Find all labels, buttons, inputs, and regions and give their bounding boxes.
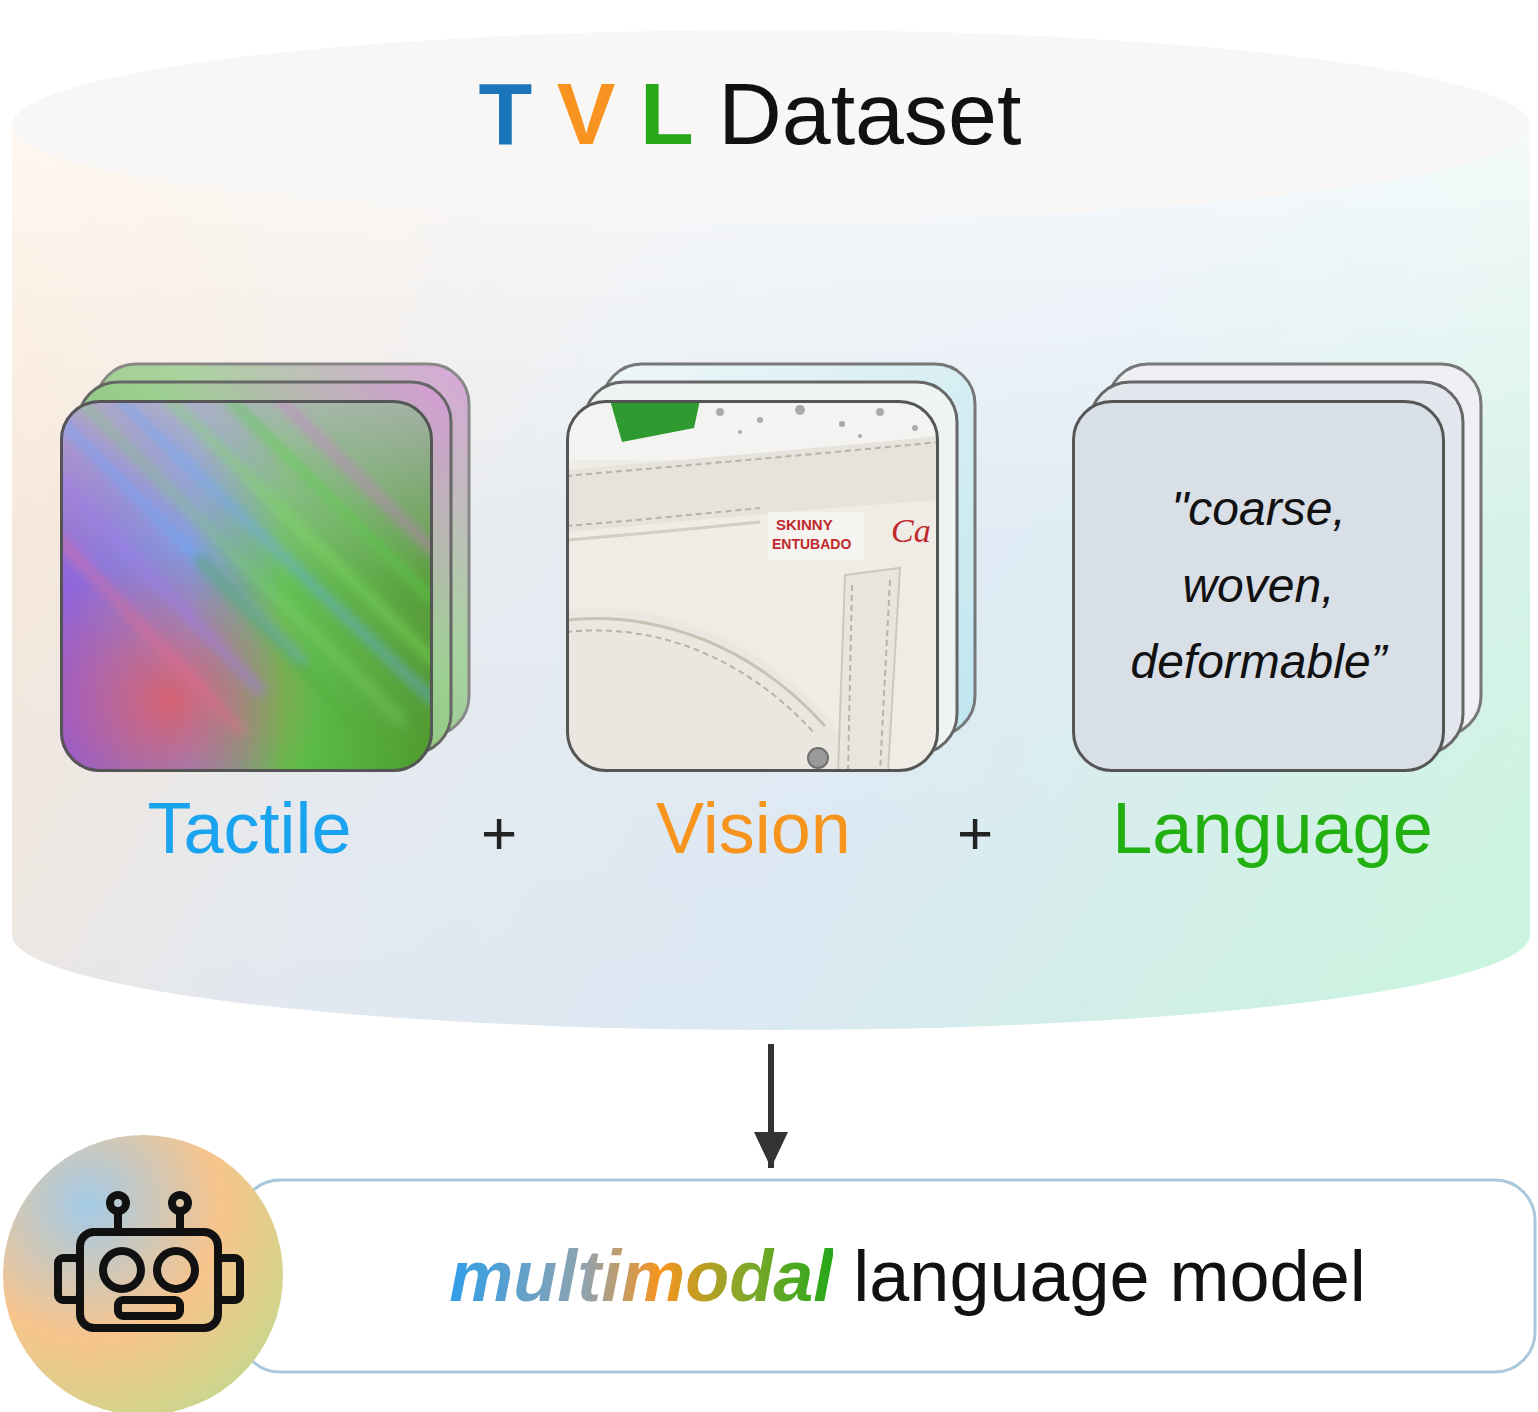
garment-tag-text: SKINNY [776, 517, 833, 534]
tactile-stack [60, 364, 469, 772]
model-box: multimodal language model [240, 1180, 1535, 1372]
title-letter: L [640, 64, 694, 163]
dataset-title: T V L Dataset [12, 66, 1530, 163]
plus-sign: + [481, 799, 517, 867]
model-label: multimodal language model [280, 1180, 1535, 1372]
tactile-image [60, 400, 433, 772]
vision-card: Vision [566, 400, 939, 772]
model-keyword: multimodal [449, 1235, 833, 1317]
cylinder: Tactile Vision "coarse, woven, deformable”… [12, 30, 1530, 1030]
title-letter: T [479, 64, 533, 163]
vision-stack [566, 364, 975, 772]
language-card: "coarse, woven, deformable”Language [1072, 400, 1445, 772]
title-letter [615, 64, 639, 163]
brand-text: Ca [891, 512, 931, 549]
title-letter: V [557, 64, 616, 163]
title-letter: t [831, 64, 855, 163]
title-letter: D [718, 64, 782, 163]
title-letter [532, 64, 556, 163]
title-letter [694, 64, 718, 163]
title-letter: e [948, 64, 997, 163]
description-text: "coarse, woven, deformable” [1104, 471, 1414, 701]
garment-tag-text: ENTUBADO [772, 537, 851, 552]
vision-image [566, 400, 939, 772]
title-letter: a [855, 64, 904, 163]
modality-label: Language [936, 787, 1538, 870]
model-words: language model [833, 1235, 1365, 1317]
model-box-outline [240, 1180, 1535, 1372]
title-letter: a [782, 64, 831, 163]
robot-icon [3, 1135, 283, 1412]
tactile-card: Tactile [60, 400, 433, 772]
plus-sign: + [957, 799, 993, 867]
flow-arrow [768, 1044, 774, 1168]
title-letter: s [904, 64, 948, 163]
cylinder-shape [12, 30, 1530, 1030]
title-letter: t [997, 64, 1021, 163]
